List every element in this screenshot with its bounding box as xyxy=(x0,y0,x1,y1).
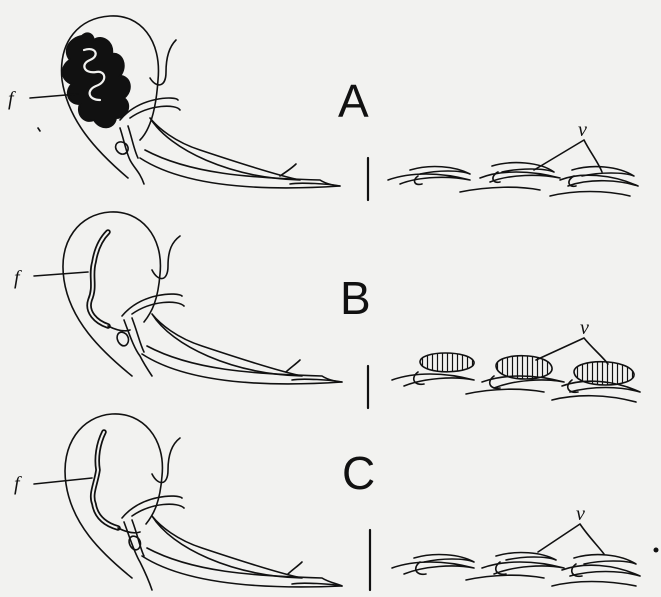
panel-b-valves xyxy=(392,353,640,402)
panel-a-mark xyxy=(38,128,40,131)
panel-b-valve-label: v xyxy=(580,317,589,339)
panel-b-valve-leaders xyxy=(536,338,608,364)
panel-c-valve-leaders xyxy=(538,524,604,554)
panel-c: f C v xyxy=(14,414,659,590)
panel-a-organ xyxy=(62,16,340,188)
panel-b: f B v xyxy=(14,212,640,408)
panel-c-fiber-label: f xyxy=(14,473,22,495)
panel-a: f A v xyxy=(8,16,638,200)
panel-a-letter: A xyxy=(338,75,369,127)
panel-b-fiber-leader xyxy=(34,272,88,276)
panel-b-letter: B xyxy=(340,272,371,324)
panel-c-organ xyxy=(65,414,342,590)
panel-b-organ xyxy=(63,212,342,384)
panel-c-valve-label: v xyxy=(576,503,585,525)
panel-c-letter: C xyxy=(342,447,375,499)
panel-a-valve-label: v xyxy=(578,119,587,141)
panel-c-valves xyxy=(392,548,659,587)
panel-c-fiber-leader xyxy=(34,478,92,484)
panel-a-fiber-label: f xyxy=(8,88,16,110)
panel-b-fiber-label: f xyxy=(14,267,22,289)
